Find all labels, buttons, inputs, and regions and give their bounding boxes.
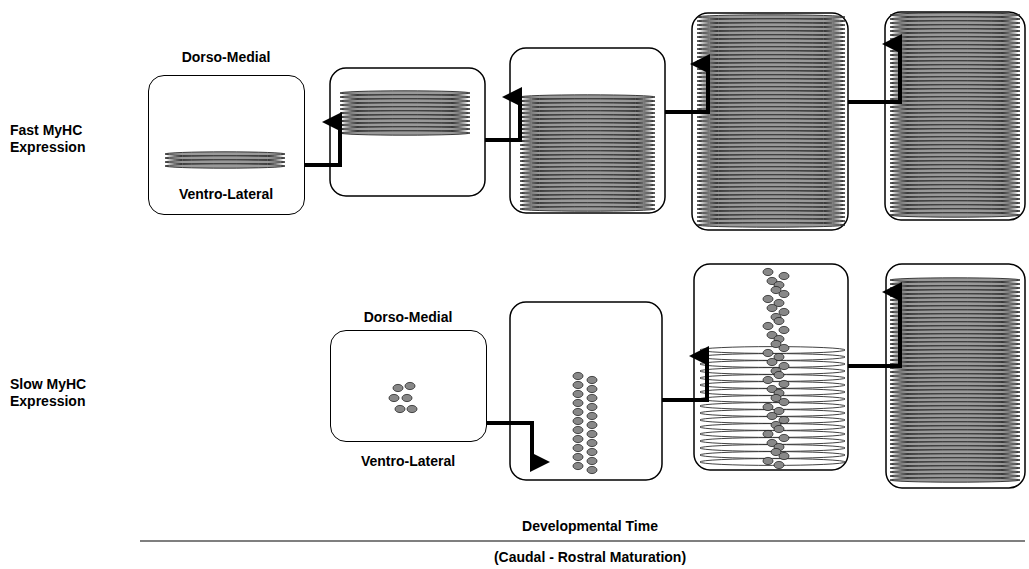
row-label: Fast MyHC Expression — [10, 122, 120, 156]
stage-box: Dorso-MedialVentro-Lateral — [330, 330, 487, 442]
axis-caption: (Caudal - Rostral Maturation) — [494, 549, 686, 566]
stage-boxes — [330, 12, 1025, 488]
axis-label-top: Dorso-Medial — [182, 49, 271, 66]
axis-label-bottom: Ventro-Lateral — [361, 453, 455, 470]
row-label: Slow MyHC Expression — [10, 376, 120, 410]
muscle-fibers — [165, 13, 1020, 482]
axis-label-bottom: Ventro-Lateral — [179, 186, 273, 203]
axis-label-top: Dorso-Medial — [364, 309, 453, 326]
time-axis — [140, 540, 1025, 541]
axis-caption: Developmental Time — [522, 518, 658, 535]
progression-arrows — [305, 44, 900, 462]
stage-box: Dorso-MedialVentro-Lateral — [148, 75, 305, 215]
